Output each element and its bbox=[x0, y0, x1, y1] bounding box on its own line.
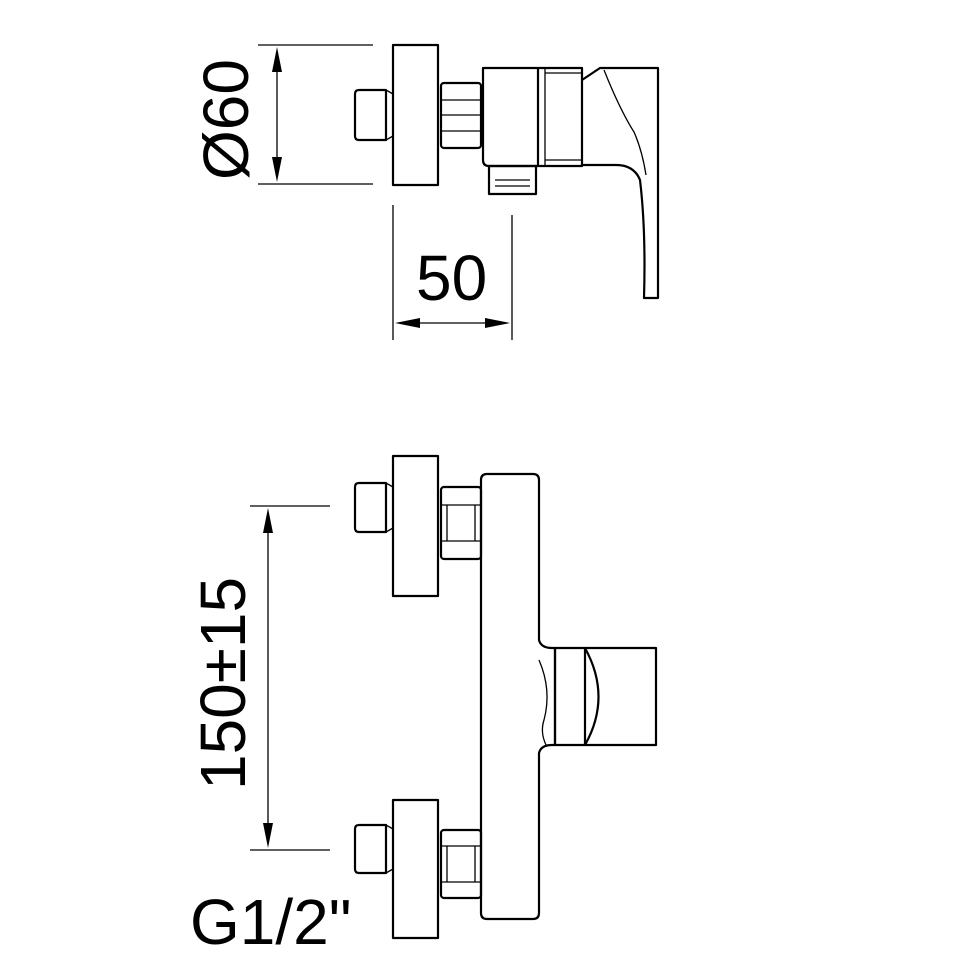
side-outlet-nozzle bbox=[487, 164, 538, 196]
spacing-dimension: 150±15 bbox=[187, 505, 330, 851]
side-inlet-stub bbox=[353, 88, 388, 142]
lower-inlet-stub bbox=[353, 823, 388, 875]
side-lever-handle bbox=[581, 66, 660, 300]
side-view bbox=[353, 43, 660, 300]
depth-dimension: 50 bbox=[392, 205, 513, 340]
lower-wall-flange bbox=[391, 798, 440, 940]
upper-wall-flange bbox=[391, 454, 440, 598]
spacing-label: 150±15 bbox=[187, 577, 259, 790]
upper-inlet-stub bbox=[353, 481, 388, 534]
front-view bbox=[353, 454, 658, 940]
cartridge-cover bbox=[553, 646, 587, 747]
diameter-label: Ø60 bbox=[190, 59, 262, 180]
side-wall-flange bbox=[391, 43, 440, 187]
thread-label: G1/2" bbox=[190, 886, 351, 958]
diameter-dimension: Ø60 bbox=[190, 44, 373, 185]
front-lever-handle bbox=[583, 646, 658, 747]
side-mixer-body bbox=[481, 66, 584, 168]
depth-label: 50 bbox=[416, 242, 487, 314]
front-mixer-body bbox=[479, 472, 557, 921]
